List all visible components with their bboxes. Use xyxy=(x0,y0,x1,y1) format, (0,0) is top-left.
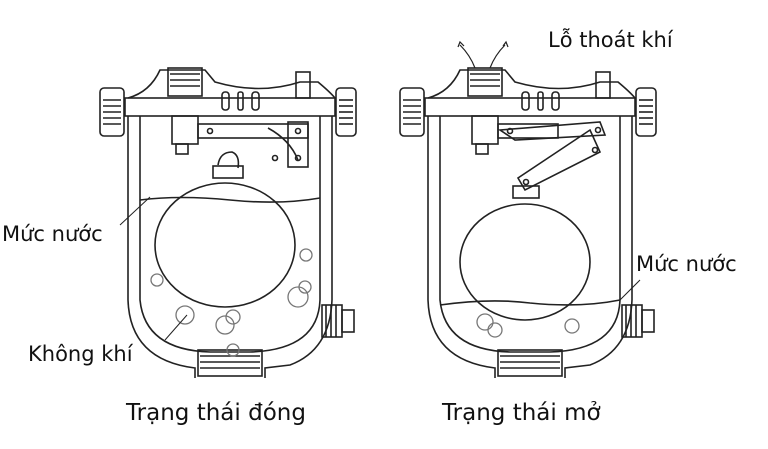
air-bubbles xyxy=(150,248,313,357)
water-level-line xyxy=(139,196,321,203)
lever-arm xyxy=(516,128,602,192)
valve-open xyxy=(399,40,657,379)
lever-arm xyxy=(197,123,309,139)
valve-closed xyxy=(99,67,357,379)
label-air-vent: Lỗ thoát khí xyxy=(548,28,673,52)
label-water-level-right: Mức nước xyxy=(636,252,737,276)
float-ball xyxy=(154,182,296,308)
air-bubbles xyxy=(476,313,580,338)
label-air: Không khí xyxy=(28,342,133,366)
caption-closed: Trạng thái đóng xyxy=(126,400,306,426)
float-ball xyxy=(459,203,591,321)
caption-open: Trạng thái mở xyxy=(442,400,601,426)
water-level-line xyxy=(439,299,621,306)
label-water-level-left: Mức nước xyxy=(2,222,103,246)
